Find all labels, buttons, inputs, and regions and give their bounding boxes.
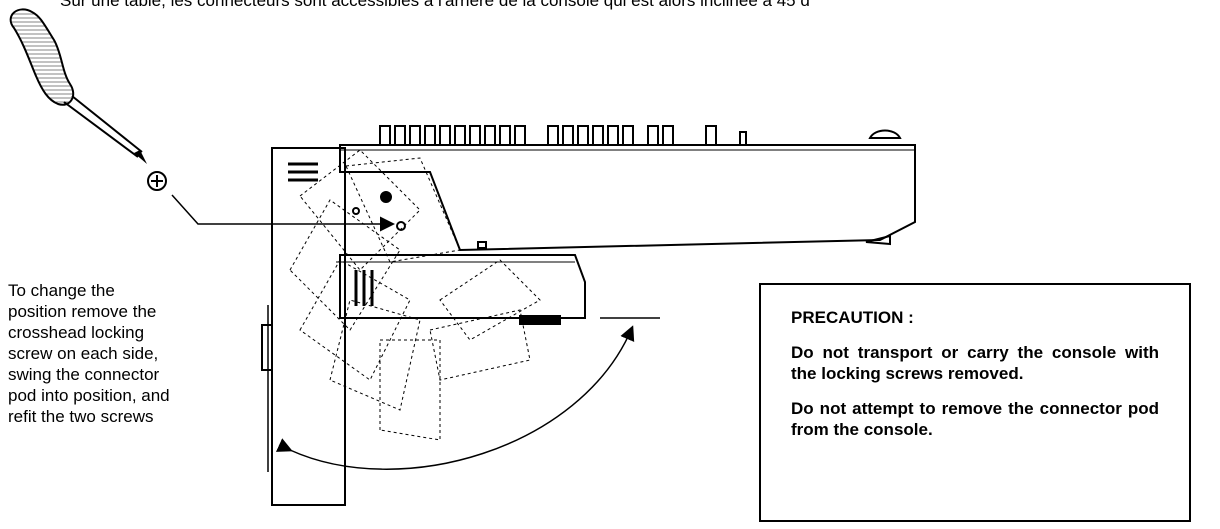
note-line: refit the two screws	[8, 407, 154, 426]
precaution-paragraph-1: Do not transport or carry the console wi…	[791, 343, 1159, 383]
screw-leader-line	[171, 194, 395, 232]
note-line: To change the	[8, 281, 115, 300]
screwdriver-icon	[9, 8, 147, 164]
swing-positions	[289, 149, 541, 441]
console-body	[261, 125, 916, 506]
header-text: Sur une table, les connecteurs sont acce…	[60, 0, 810, 10]
note-line: swing the connector	[8, 365, 160, 384]
note-line: screw on each side,	[8, 344, 159, 363]
crosshead-screw-icon	[147, 171, 167, 191]
precaution-title: PRECAUTION :	[791, 308, 914, 327]
note-line: pod into position, and	[8, 386, 170, 405]
instruction-note: To change the position remove the crossh…	[8, 280, 253, 427]
note-line: position remove the	[8, 302, 157, 321]
rotation-arc	[267, 305, 660, 472]
precaution-box: PRECAUTION : Do not transport or carry t…	[759, 283, 1191, 522]
note-line: crosshead locking	[8, 323, 145, 342]
precaution-paragraph-2: Do not attempt to remove the connector p…	[791, 399, 1159, 439]
